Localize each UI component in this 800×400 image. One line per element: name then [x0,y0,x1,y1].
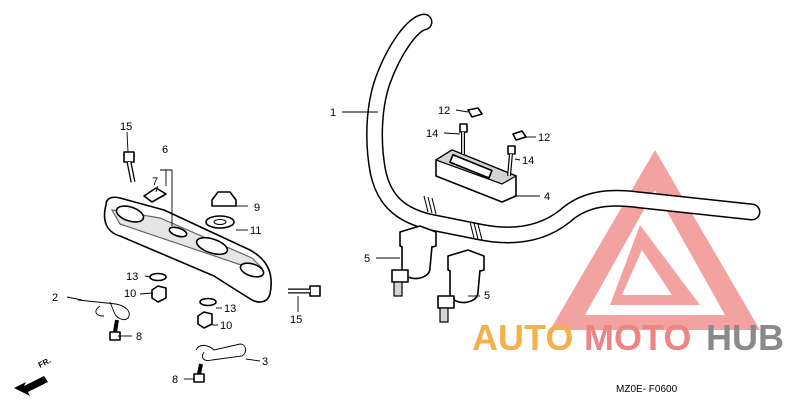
callout-6: 6 [162,144,168,156]
front-direction-arrow: FR. [14,356,52,396]
watermark-moto: MOTO [584,317,691,358]
leader-lines [66,109,540,380]
callout-4: 4 [544,191,550,203]
bolt-cap [467,107,483,118]
pinch-bolt [288,285,321,297]
bolt-cap [512,130,527,141]
clip-bolt [109,319,121,341]
callout-13: 13 [126,271,138,283]
callout-2: 2 [52,292,58,304]
wire-clip [195,343,247,361]
callouts: 1 2 3 4 5 5 6 7 8 8 9 10 10 11 12 12 13 … [52,105,550,386]
callout-12: 12 [438,105,450,117]
pinch-bolt [123,151,136,183]
callout-12: 12 [538,132,550,144]
steering-stem-cap [211,191,237,207]
callout-15: 15 [290,314,302,326]
watermark-auto: AUTO [472,317,573,358]
holder-bolt [459,123,468,154]
diagram-code: MZ0E- F0600 [616,384,678,395]
callout-5: 5 [364,253,370,265]
callout-11: 11 [250,225,261,237]
nut [197,311,213,329]
watermark-hub: HUB [706,317,784,358]
callout-5: 5 [484,290,490,302]
wire-clip [77,299,130,321]
washer [149,272,167,282]
callout-13: 13 [224,303,236,315]
callout-14: 14 [522,155,534,167]
handlebar [366,13,761,244]
washer [199,297,217,307]
watermark-logo [550,150,760,330]
callout-1: 1 [330,107,336,119]
lock-plate [143,187,167,203]
clip-bolt [193,363,205,383]
callout-8: 8 [136,331,142,343]
callout-10: 10 [124,288,136,300]
callout-10: 10 [220,320,232,332]
top-bridge [103,196,272,303]
holder-bolt [507,145,516,177]
handlebar-upper-holder [434,149,518,203]
callout-9: 9 [254,202,260,214]
stem-washer [205,215,235,229]
callout-15: 15 [120,121,132,133]
callout-8: 8 [172,374,178,386]
handlebar-lower-holder [391,225,437,297]
callout-3: 3 [262,356,268,368]
front-label: FR. [37,356,53,370]
callout-14: 14 [426,128,438,140]
handlebar-lower-holder [437,249,485,323]
nut [151,285,167,303]
callout-7: 7 [152,176,158,188]
watermark-text: AUTO MOTO HUB [472,317,784,358]
